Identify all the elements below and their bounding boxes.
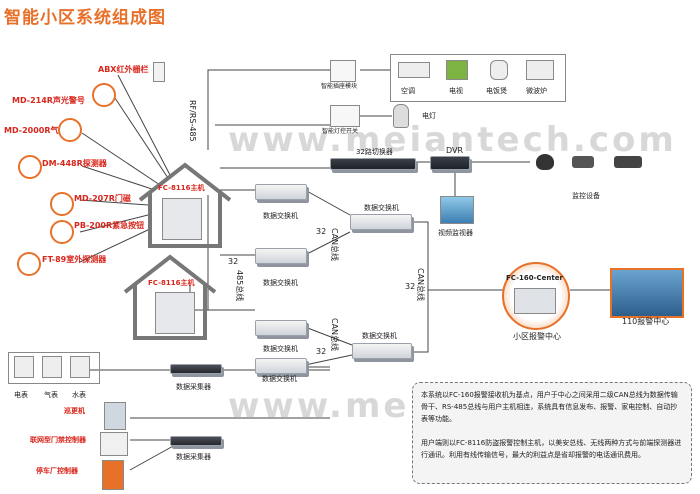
electric-meter-label: 电表 xyxy=(14,391,28,399)
collector-label: 数据采集器 xyxy=(176,453,211,461)
switch-box xyxy=(255,358,307,374)
watermark-top: www.meiantech.com xyxy=(228,120,677,160)
can-bus-3-label: CAN总线 xyxy=(416,268,425,302)
light-switch-icon xyxy=(330,105,360,127)
panic-button-icon xyxy=(50,220,74,244)
count-32-c: 32 xyxy=(316,347,327,356)
motion-detector-icon xyxy=(18,155,42,179)
switcher-box xyxy=(330,158,416,170)
camera-icon xyxy=(614,156,642,168)
switch-label: 数据交换机 xyxy=(262,375,297,383)
gas-meter-label: 气表 xyxy=(44,391,58,399)
parking-controller-label: 停车厂控制器 xyxy=(36,467,78,475)
switch-box xyxy=(352,343,412,359)
switch-label: 数据交换机 xyxy=(362,332,397,340)
abx-label: ABX红外栅栏 xyxy=(98,65,149,74)
patrol-label: 巡更机 xyxy=(64,407,85,415)
cctv-label: 监控设备 xyxy=(572,192,600,200)
description-note: 本系统以FC-160报警接收机为基点，用户于中心之间采用二级CAN总线为数据传输… xyxy=(412,382,692,484)
water-meter-icon xyxy=(70,356,90,378)
monitor-icon xyxy=(440,196,474,224)
center-name: FC-160-Center xyxy=(506,274,563,282)
host-1-label: FC-8116主机 xyxy=(158,184,205,192)
switch-label: 数据交换机 xyxy=(263,279,298,287)
socket-label: 智能插座模块 xyxy=(321,83,358,90)
can-bus-1-label: CAN总线 xyxy=(330,228,339,262)
switch-box xyxy=(255,320,307,336)
appliance-label: 电饭煲 xyxy=(486,87,507,95)
house-1-outline xyxy=(138,162,232,248)
alarm-110-image xyxy=(610,268,684,318)
md2000r-label: MD-2000R气感 xyxy=(4,126,67,135)
air-conditioner-icon xyxy=(398,62,430,78)
appliance-label: 空调 xyxy=(401,87,415,95)
host-2-panel xyxy=(155,292,195,334)
parking-controller-icon xyxy=(102,460,124,490)
can-bus-2-label: CAN总线 xyxy=(330,318,339,352)
count-32-d: 32 xyxy=(405,282,416,291)
smoke-sensor-icon xyxy=(58,118,82,142)
collector-box xyxy=(170,364,222,374)
dome-camera-icon xyxy=(536,154,554,170)
light-switch-label: 智能灯控开关 xyxy=(322,128,359,135)
center-label: 小区报警中心 xyxy=(513,332,561,341)
count-32-b: 32 xyxy=(316,227,327,236)
abx-beam-icon xyxy=(153,62,165,82)
patrol-device-icon xyxy=(104,402,126,430)
lamp-label: 电灯 xyxy=(422,112,436,120)
rice-cooker-icon xyxy=(490,60,508,80)
page-title: 智能小区系统组成图 xyxy=(4,8,166,28)
switch-box xyxy=(255,184,307,200)
center-server-icon xyxy=(514,288,556,314)
collector-box xyxy=(170,436,222,446)
door-controller-icon xyxy=(100,432,128,456)
rf485-label: RF/RS-485 xyxy=(188,100,197,142)
microwave-icon xyxy=(526,60,554,80)
md207r-label: MD-207R门磁 xyxy=(74,194,131,203)
host-1-panel xyxy=(162,198,202,240)
monitor-label: 视频监视器 xyxy=(438,229,473,237)
house-2-outline xyxy=(123,254,217,340)
alarm-110-label: 110报警中心 xyxy=(622,317,670,326)
note-paragraph-2: 用户端则以FC-8116防盗报警控制主机，以美安总线、无线两种方式与前端探测器进… xyxy=(421,439,682,459)
camera-icon xyxy=(572,156,594,168)
appliances-panel xyxy=(390,54,566,102)
door-contact-icon xyxy=(50,192,74,216)
md214r-label: MD-214R声光警号 xyxy=(12,96,85,105)
cctv-group xyxy=(530,150,670,186)
collector-label: 数据采集器 xyxy=(176,383,211,391)
dm448r-label: DM-448R探测器 xyxy=(42,159,107,168)
lamp-icon xyxy=(393,104,409,128)
count-32-a: 32 xyxy=(228,257,239,266)
socket-icon xyxy=(330,60,356,82)
meters-panel xyxy=(8,352,100,384)
appliance-label: 微波炉 xyxy=(526,87,547,95)
switch-box xyxy=(255,248,307,264)
switch-label: 数据交换机 xyxy=(263,345,298,353)
bus-485-label: 485总线 xyxy=(235,270,244,302)
switch-box xyxy=(350,214,412,230)
pb200r-label: PB-200R紧急按钮 xyxy=(74,221,145,230)
ft89-label: FT-89室外探测器 xyxy=(42,255,107,264)
door-controller-label: 联网型门禁控制器 xyxy=(30,436,86,444)
switcher-label: 32路切换器 xyxy=(356,148,393,156)
switch-label: 数据交换机 xyxy=(263,212,298,220)
electric-meter-icon xyxy=(14,356,34,378)
dvr-box xyxy=(430,156,470,170)
appliance-label: 电视 xyxy=(449,87,463,95)
switch-label: 数据交换机 xyxy=(364,204,399,212)
note-paragraph-1: 本系统以FC-160报警接收机为基点，用户于中心之间采用二级CAN总线为数据传输… xyxy=(421,391,678,423)
siren-icon xyxy=(92,83,116,107)
outdoor-detector-icon xyxy=(17,252,41,276)
water-meter-label: 水表 xyxy=(72,391,86,399)
host-2-label: FC-8116主机 xyxy=(148,279,195,287)
dvr-label: DVR xyxy=(446,146,464,155)
tv-icon xyxy=(446,60,468,80)
gas-meter-icon xyxy=(42,356,62,378)
